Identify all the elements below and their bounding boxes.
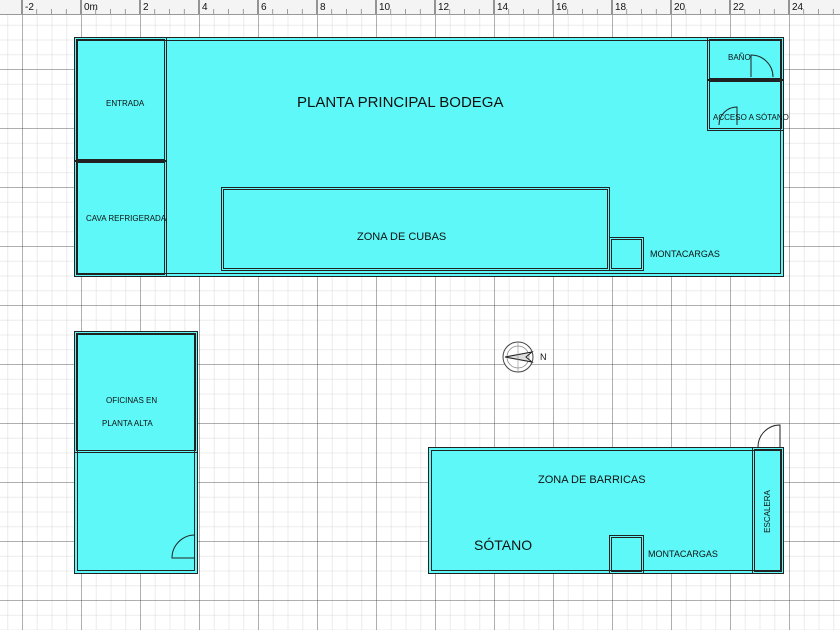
ruler-tick-label: 2: [143, 2, 149, 13]
escalera-room[interactable]: [752, 447, 784, 574]
ruler-tick-label: 24: [792, 2, 804, 13]
ruler-tick-label: 8: [320, 2, 326, 13]
ruler-tick-label: 18: [615, 2, 627, 13]
cava-label: CAVA REFRIGERADA: [86, 214, 167, 223]
montacargas-bottom-box[interactable]: [609, 535, 644, 574]
montacargas-top-box[interactable]: [609, 237, 644, 271]
barricas-label: ZONA DE BARRICAS: [538, 474, 646, 486]
cava-room[interactable]: [74, 160, 167, 277]
door-arc-acceso: [718, 106, 738, 126]
acceso-label: ACCESO A SÓTANO: [713, 113, 789, 122]
montacargas-top-label: MONTACARGAS: [650, 249, 720, 259]
ruler-tick-label: 14: [497, 2, 509, 13]
floor-plan-canvas[interactable]: PLANTA PRINCIPAL BODEGA ENTRADA CAVA REF…: [0, 15, 840, 630]
main-building-title: PLANTA PRINCIPAL BODEGA: [297, 94, 504, 111]
ruler-tick-label: 4: [202, 2, 208, 13]
bano-label: BAÑO: [728, 53, 751, 62]
door-arc-office: [171, 534, 196, 559]
office-upper-room[interactable]: [74, 331, 198, 453]
acceso-room[interactable]: [707, 79, 784, 131]
ruler-tick-label: 12: [438, 2, 450, 13]
ruler-tick-label: 20: [674, 2, 686, 13]
montacargas-bottom-label: MONTACARGAS: [648, 549, 718, 559]
sotano-label: SÓTANO: [474, 537, 533, 553]
ruler-tick-label: 10: [379, 2, 391, 13]
compass-north-label: N: [540, 352, 547, 362]
ruler-tick-label: 16: [556, 2, 568, 13]
plan-overlay: N: [171, 54, 781, 559]
oficinas-label-line2: PLANTA ALTA: [102, 419, 153, 428]
ruler-tick-label: 22: [733, 2, 745, 13]
cubas-zone[interactable]: [221, 187, 610, 271]
ruler-tick-label: -2: [25, 2, 34, 13]
door-arc-bano: [750, 54, 774, 78]
ruler-tick-label: 0m: [84, 2, 98, 13]
door-arc-basement: [757, 424, 781, 448]
oficinas-label-line1: OFICINAS EN: [106, 396, 158, 405]
entrada-label: ENTRADA: [106, 99, 145, 108]
cubas-label: ZONA DE CUBAS: [357, 231, 447, 243]
compass-icon[interactable]: [502, 341, 534, 373]
ruler-tick-label: 6: [261, 2, 267, 13]
basement-building[interactable]: [428, 447, 784, 574]
